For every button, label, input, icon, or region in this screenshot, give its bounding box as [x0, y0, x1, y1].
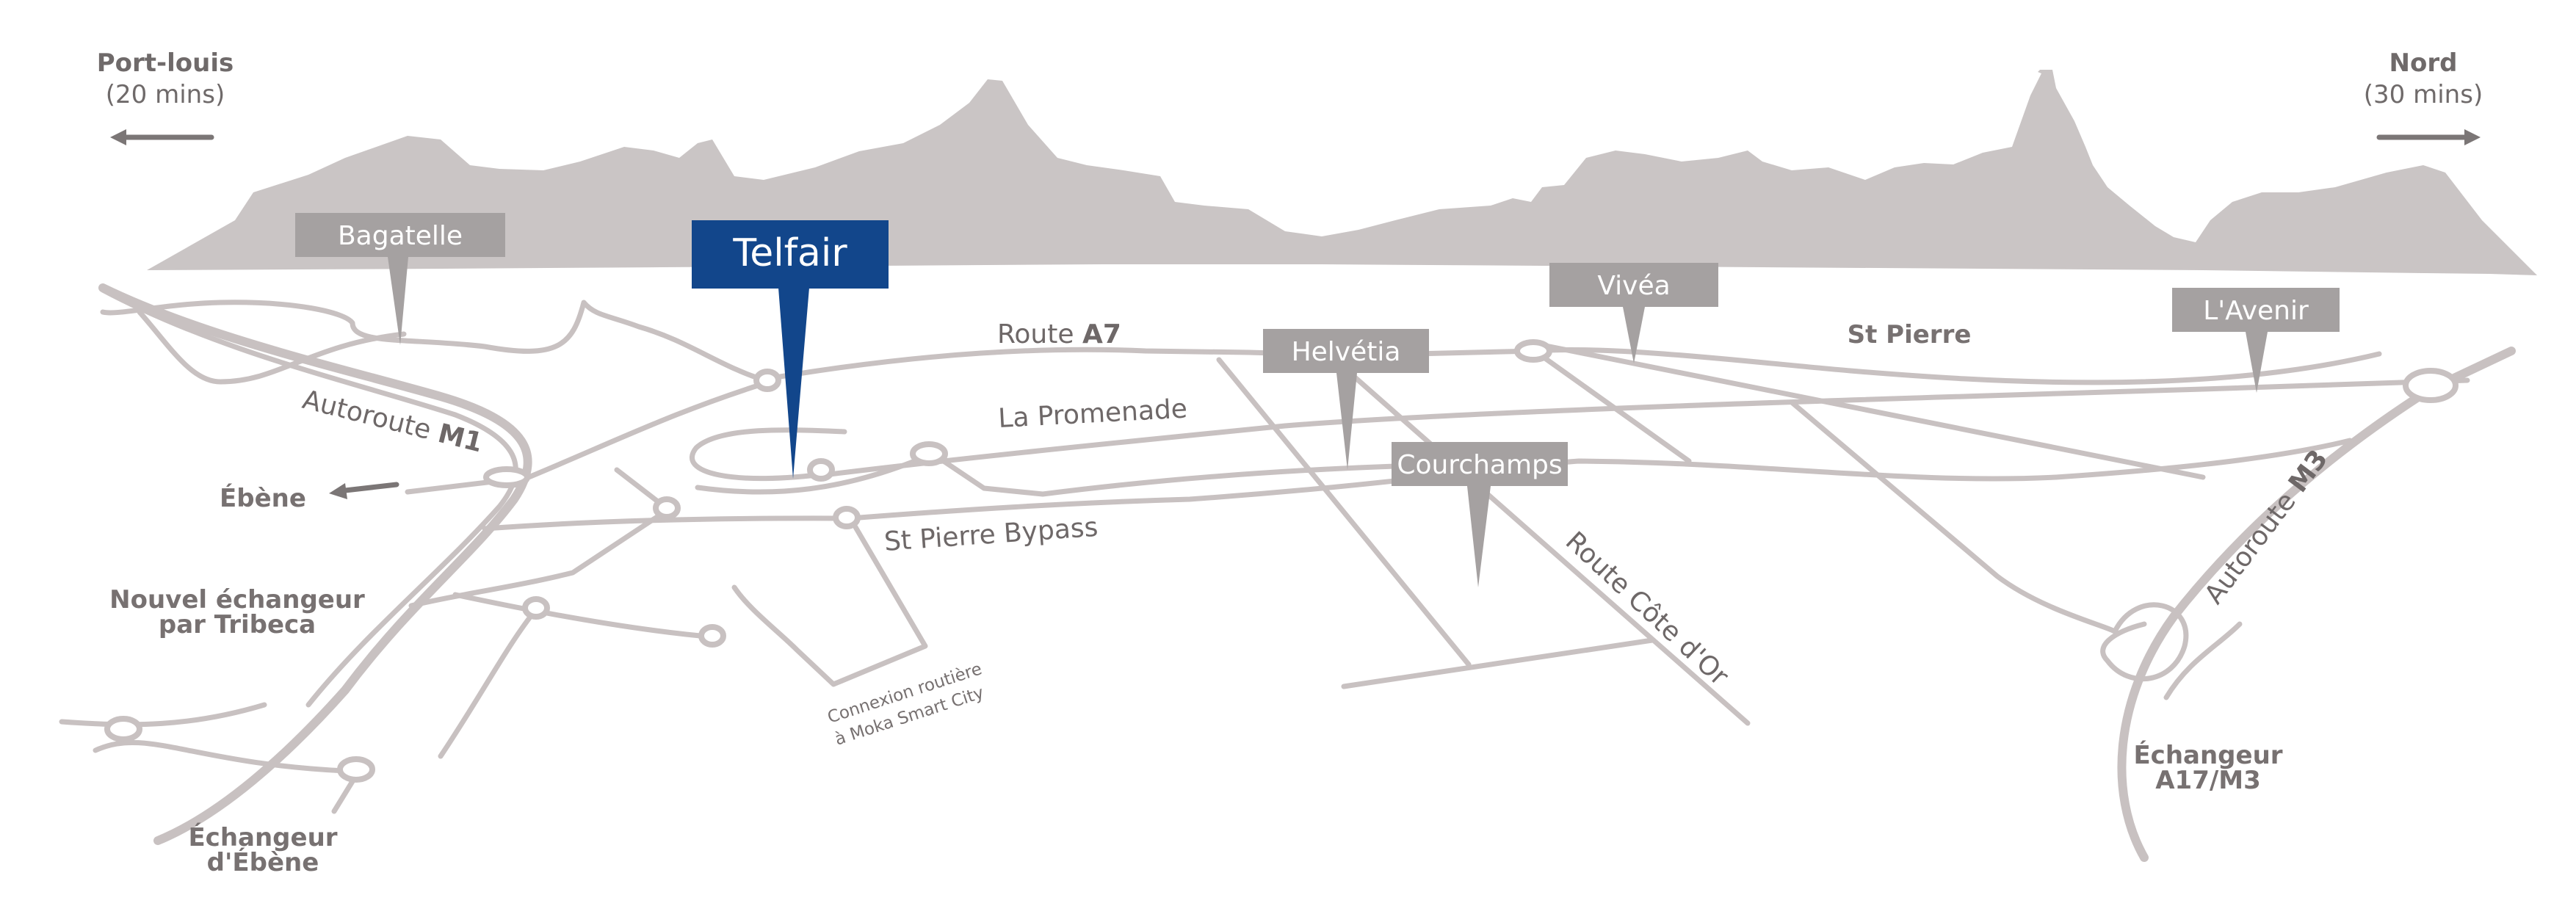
road-autoroute-m1 — [98, 283, 532, 845]
label-la-promenade: La Promenade — [997, 394, 1188, 434]
marker-vivea-label: Vivéa — [1597, 271, 1670, 301]
junction-node — [522, 596, 550, 620]
road-sw-3 — [438, 606, 539, 759]
road-sw-2 — [452, 592, 719, 640]
arrowhead-right-icon — [2464, 129, 2481, 145]
road-courchamps-diag — [1345, 368, 1751, 726]
junction-node — [833, 506, 861, 529]
label-route-cote-dor: Route Côte d'Or — [1560, 526, 1734, 692]
marker-telfair-pointer — [778, 288, 809, 479]
marker-vivea: Vivéa — [1549, 263, 1718, 363]
marker-courchamps-box — [1392, 442, 1568, 486]
marker-lavenir: L'Avenir — [2172, 288, 2340, 393]
junction-node — [104, 716, 142, 742]
road-m3-interchange-1 — [2100, 602, 2189, 682]
mountain-silhouette — [147, 70, 2537, 275]
road-vivea-diag-1 — [1532, 348, 1692, 464]
marker-courchamps-pointer — [1467, 486, 1491, 587]
arrowhead-ebene-icon — [329, 483, 347, 499]
direction-left-time: (20 mins) — [106, 80, 225, 109]
road-helvetia-diag — [1216, 357, 1472, 667]
label-echangeur-ebene-line2: d'Ébène — [207, 847, 319, 877]
junction-node — [1514, 339, 1552, 363]
road-ebene-spur — [405, 478, 502, 495]
label-route-a7: Route A7 — [997, 319, 1121, 349]
road-west-1 — [59, 702, 267, 728]
marker-lavenir-label: L'Avenir — [2203, 296, 2309, 326]
junction-node — [653, 496, 681, 520]
label-tribeca-line1: Nouvel échangeur — [109, 585, 365, 615]
marker-telfair-box — [692, 220, 889, 289]
road-west-2 — [93, 739, 348, 774]
road-autoroute-m3 — [2117, 347, 2516, 862]
marker-helvetia-pointer — [1336, 373, 1357, 470]
junction-node — [910, 441, 948, 466]
direction-left: Port-louis (20 mins) — [97, 48, 234, 145]
junction-node — [698, 624, 726, 648]
junction-node — [807, 458, 835, 482]
junction-node — [753, 369, 781, 392]
marker-lavenir-pointer — [2246, 332, 2268, 393]
marker-bagatelle-box — [295, 213, 505, 257]
marker-helvetia: Helvétia — [1263, 329, 1429, 470]
direction-left-name: Port-louis — [97, 48, 234, 78]
road-m3-interchange-2 — [2163, 621, 2243, 700]
junction-nodes — [104, 339, 2459, 783]
road-sw-1 — [408, 467, 671, 609]
road-moka-connection — [731, 515, 928, 687]
junction-node — [483, 466, 530, 488]
road-north-loop-2 — [526, 379, 773, 480]
marker-bagatelle: Bagatelle — [295, 213, 505, 345]
road-bagatelle — [137, 309, 407, 385]
label-m3-prefix: Autoroute — [2199, 480, 2307, 610]
marker-lavenir-box — [2172, 288, 2340, 332]
label-echangeur-a17-line2: A17/M3 — [2155, 766, 2261, 795]
arrow-ebene-icon — [342, 482, 399, 493]
direction-right: Nord (30 mins) — [2364, 48, 2483, 145]
road-route-a7 — [768, 347, 2382, 385]
junction-node — [337, 756, 375, 783]
marker-telfair-label: Telfair — [732, 231, 847, 275]
road-m1-parallel — [100, 287, 518, 708]
marker-helvetia-label: Helvétia — [1292, 337, 1401, 367]
marker-telfair: Telfair — [692, 220, 889, 479]
arrowhead-left-icon — [110, 129, 126, 145]
marker-vivea-pointer — [1623, 307, 1645, 363]
road-cote-dor-cross — [1341, 637, 1655, 689]
marker-vivea-box — [1549, 263, 1718, 307]
label-st-pierre-bypass: St Pierre Bypass — [883, 512, 1099, 557]
road-bypass-loop — [695, 451, 1398, 497]
road-la-promenade — [827, 377, 2470, 477]
label-route-a7-code: A7 — [1082, 319, 1121, 349]
label-autoroute-m3: Autoroute M3 — [2199, 444, 2334, 609]
label-tribeca-line2: par Tribeca — [159, 610, 316, 639]
marker-bagatelle-label: Bagatelle — [338, 221, 463, 251]
label-echangeur-a17-line1: Échangeur — [2133, 740, 2282, 770]
marker-courchamps-label: Courchamps — [1397, 450, 1562, 480]
road-north-loop — [100, 300, 773, 385]
marker-bagatelle-pointer — [388, 257, 408, 345]
road-vivea-diag-3 — [1539, 342, 2206, 480]
label-ebene: Ébène — [220, 483, 306, 513]
junction-node — [2403, 368, 2459, 403]
label-route-a7-prefix: Route — [997, 319, 1082, 349]
road-network — [59, 283, 2516, 862]
marker-courchamps: Courchamps — [1392, 442, 1568, 587]
direction-right-name: Nord — [2389, 48, 2458, 78]
label-st-pierre: St Pierre — [1848, 320, 1972, 349]
direction-right-time: (30 mins) — [2364, 80, 2483, 109]
marker-helvetia-box — [1263, 329, 1429, 373]
road-vivea-diag-2 — [1789, 399, 2118, 634]
label-echangeur-ebene-line1: Échangeur — [188, 822, 337, 852]
